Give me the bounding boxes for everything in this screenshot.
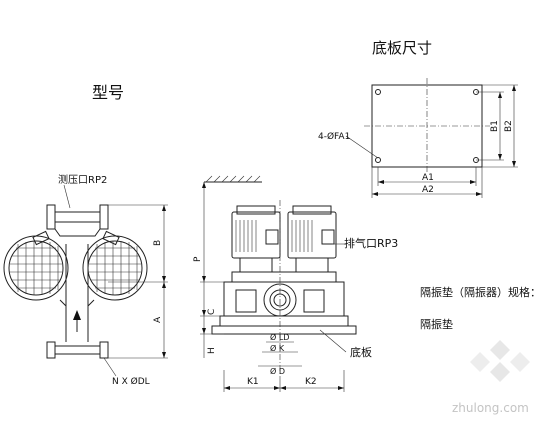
dim-k-label: Ø K xyxy=(270,343,285,353)
watermark-text: zhulong.com xyxy=(452,401,529,415)
left-chamber xyxy=(3,235,69,301)
isolator-spec-value: 隔振垫 xyxy=(420,317,453,331)
dim-b2-label: B2 xyxy=(504,120,514,132)
dim-c-label: C xyxy=(207,309,217,315)
side-view: P C H Ø LD Ø K Ø D K1 K2 排气口RP3 底板 xyxy=(193,175,398,392)
isolator-spec-label: 隔振垫（隔振器）规格： xyxy=(420,285,541,299)
dim-k1-label: K1 xyxy=(247,377,259,387)
right-chamber xyxy=(82,235,148,301)
bolt-holes-label: N X ØDL xyxy=(112,376,150,387)
base-plate-size-title: 底板尺寸 xyxy=(372,39,432,57)
dim-k2-label: K2 xyxy=(305,377,317,387)
pressure-port-label: 测压口RP2 xyxy=(58,173,107,186)
model-title: 型号 xyxy=(92,83,124,102)
holes-label: 4-ØFA1 xyxy=(318,131,350,142)
dim-b1-label: B1 xyxy=(490,120,500,132)
base-plate-plan: A1 A2 B1 B2 4-ØFA1 xyxy=(318,78,518,198)
dim-b-label: B xyxy=(153,240,163,246)
exhaust-port-label: 排气口RP3 xyxy=(344,236,398,250)
terminal-box-right xyxy=(321,229,335,245)
dim-p-label: P xyxy=(193,256,203,262)
dim-a-label: A xyxy=(153,316,163,323)
dim-ld-label: Ø LD xyxy=(270,332,289,342)
pump-body xyxy=(223,281,345,317)
dim-a2-label: A2 xyxy=(422,185,434,195)
front-view: B A 测压口RP2 N X ØDL xyxy=(3,173,168,387)
base-plate-label: 底板 xyxy=(350,345,372,359)
terminal-box-left xyxy=(265,229,279,245)
dim-a1-label: A1 xyxy=(422,173,434,183)
dim-d-label: Ø D xyxy=(270,366,285,376)
watermark-logo xyxy=(470,340,530,382)
dim-h-label: H xyxy=(207,347,217,354)
base-plate-shape xyxy=(219,315,349,327)
